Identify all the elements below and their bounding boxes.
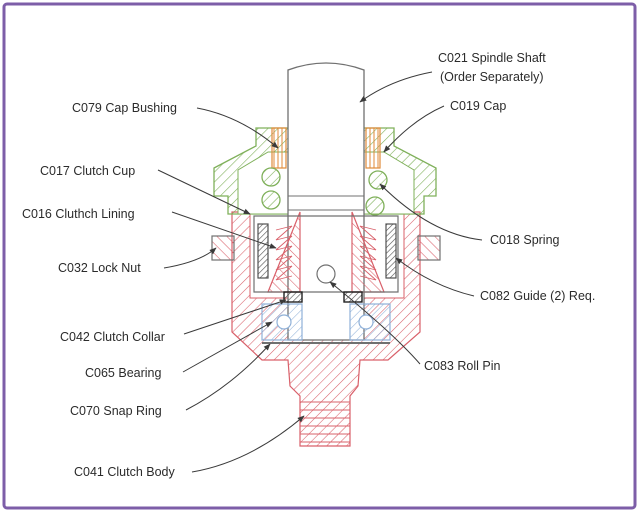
label-cap: C019 Cap xyxy=(450,99,506,113)
part-labels: C021 Spindle Shaft (Order Separately) C0… xyxy=(22,51,595,479)
label-spring: C018 Spring xyxy=(490,233,560,247)
bearing-part xyxy=(261,303,391,341)
label-lock-nut: C032 Lock Nut xyxy=(58,261,141,275)
assembly-drawing xyxy=(211,62,441,447)
lock-nut-right xyxy=(417,235,441,261)
label-clutch-lining: C016 Cluthch Lining xyxy=(22,207,135,221)
leader-lines xyxy=(157,71,483,473)
cap-bushing-right xyxy=(365,127,381,169)
roll-pin-part xyxy=(316,264,336,284)
clutch-body-threads xyxy=(300,401,350,443)
label-roll-pin: C083 Roll Pin xyxy=(424,359,500,373)
guide-left xyxy=(257,223,269,279)
label-snap-ring: C070 Snap Ring xyxy=(70,404,162,418)
label-guide: C082 Guide (2) Req. xyxy=(480,289,595,303)
label-clutch-cup: C017 Clutch Cup xyxy=(40,164,135,178)
clutch-collar-right xyxy=(343,291,363,303)
label-clutch-body: C041 Clutch Body xyxy=(74,465,176,479)
guide-right xyxy=(385,223,397,279)
label-clutch-collar: C042 Clutch Collar xyxy=(60,330,165,344)
label-cap-bushing: C079 Cap Bushing xyxy=(72,101,177,115)
cap-bushing-left xyxy=(271,127,287,169)
label-bearing: C065 Bearing xyxy=(85,366,161,380)
clutch-cup-part xyxy=(253,215,399,293)
clutch-collar-left xyxy=(283,291,303,303)
spring-part xyxy=(261,167,388,216)
label-spindle-shaft: C021 Spindle Shaft xyxy=(438,51,546,65)
label-spindle-shaft-note: (Order Separately) xyxy=(440,70,544,84)
